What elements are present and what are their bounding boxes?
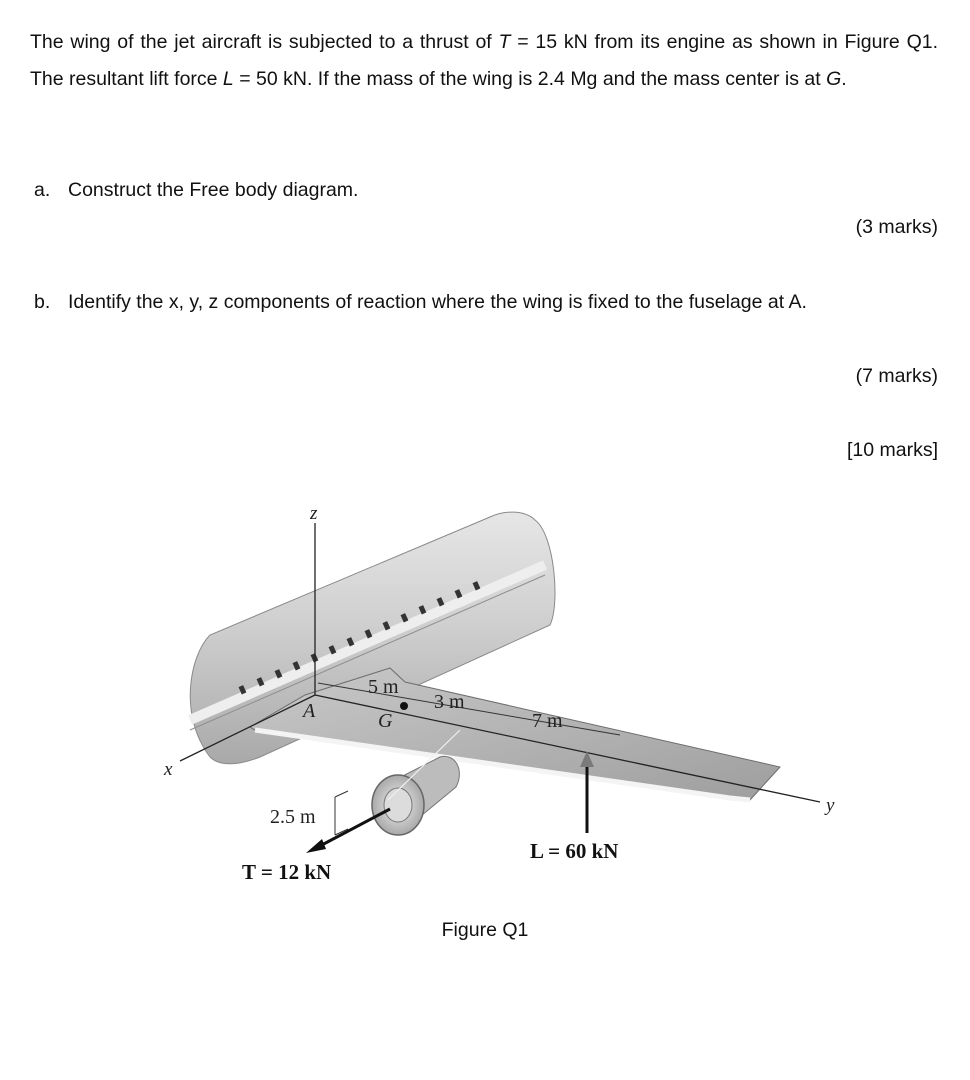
lift-symbol: L (222, 67, 234, 90)
y-axis (314, 694, 821, 803)
dim-2-5m-label: 2.5 m (270, 806, 316, 828)
intro-text-4: . (841, 67, 847, 90)
total-marks: [10 marks] (846, 439, 938, 461)
intro-text-1: The wing of the jet aircraft is subjecte… (30, 31, 499, 53)
figure-caption: Figure Q1 (441, 919, 529, 941)
question-a-letter: a. (34, 179, 51, 201)
y-axis-label: y (824, 795, 835, 816)
question-a-text: Construct the Free body diagram. (68, 179, 359, 201)
wing-leading-edge (254, 727, 751, 803)
wing-figure: z x y 5 m 3 m 7 m A G 2.5 m T = 12 kN L … (163, 503, 835, 884)
dim-5m-label: 5 m (368, 676, 399, 698)
problem-statement: The wing of the jet aircraft is subjecte… (30, 24, 938, 97)
question-a: a. Construct the Free body diagram. (34, 177, 358, 203)
x-axis (179, 694, 316, 762)
lift-label: L = 60 kN (530, 839, 618, 863)
point-g-label: G (378, 710, 393, 732)
fuselage-stripe (187, 560, 548, 725)
wing (249, 667, 781, 801)
x-axis-label: x (163, 759, 173, 780)
question-b-marks: (7 marks) (855, 365, 938, 387)
question-a-marks: (3 marks) (855, 216, 938, 238)
dim-7m-label: 7 m (532, 710, 563, 732)
question-b: b. Identify the x, y, z components of rea… (34, 289, 807, 315)
window-row (238, 581, 481, 695)
mass-center-dot (400, 702, 408, 710)
thrust-symbol: T (498, 31, 511, 53)
engine-reference-line (387, 729, 461, 801)
question-b-text: Identify the x, y, z components of react… (68, 291, 807, 313)
intro-text-2: = 15 kN from its engine as shown in Figu… (30, 31, 938, 90)
engine (371, 755, 460, 836)
thrust-arrowhead (306, 839, 326, 853)
thrust-arrow-shaft (317, 807, 391, 849)
mass-center-symbol: G (826, 67, 842, 90)
intro-text-3: = 50 kN. If the mass of the wing is 2.4 … (233, 67, 827, 90)
z-axis-label: z (309, 503, 318, 524)
question-b-letter: b. (34, 291, 51, 313)
lift-arrowhead (580, 751, 594, 767)
point-a-label: A (301, 700, 316, 722)
dim-3m-label: 3 m (434, 691, 465, 713)
thrust-label: T = 12 kN (242, 860, 331, 884)
dimension-line (317, 682, 621, 736)
